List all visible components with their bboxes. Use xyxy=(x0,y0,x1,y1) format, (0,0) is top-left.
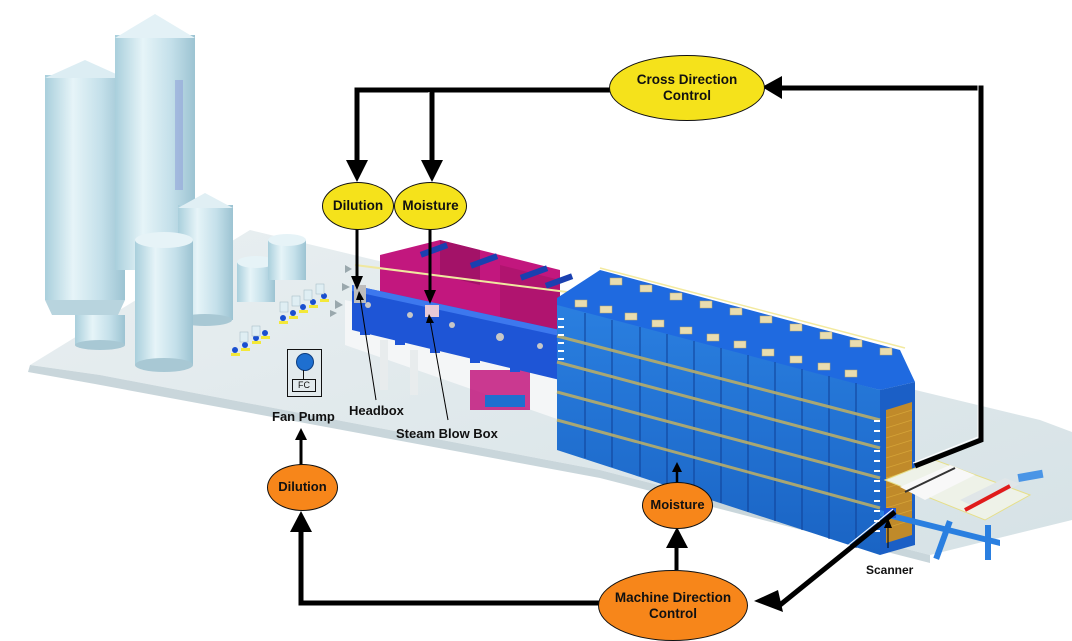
silo-cone xyxy=(115,14,195,38)
node-label: Moisture xyxy=(650,497,705,513)
line-md-to-dilution xyxy=(298,530,600,606)
pump-array xyxy=(231,265,352,356)
reel-section xyxy=(880,459,1044,560)
arrowhead xyxy=(666,527,688,548)
arrowhead xyxy=(762,76,782,99)
scanner-label: Scanner xyxy=(866,563,914,577)
arrowhead xyxy=(754,590,783,612)
dryer-end-hood xyxy=(886,402,912,543)
node-label-line2: Control xyxy=(663,88,711,103)
line-cd-control-branch xyxy=(354,87,612,160)
pump-icon xyxy=(296,353,314,371)
cross-direction-control-node: Cross Direction Control xyxy=(609,55,765,121)
node-label-line1: Machine Direction xyxy=(614,589,732,605)
line-scanner-to-md-control xyxy=(778,510,897,607)
fan-pump-label: Fan Pump xyxy=(272,409,335,424)
fc-connector xyxy=(303,370,304,379)
dryer-top xyxy=(557,270,915,390)
silo-cone xyxy=(45,60,125,78)
silo xyxy=(135,240,193,365)
pointer-steam-blow-box xyxy=(429,319,449,421)
control-lines xyxy=(290,76,984,612)
md-moisture-node: Moisture xyxy=(642,482,713,529)
fc-tag: FC xyxy=(292,379,316,392)
node-label-line1: Cross Direction xyxy=(636,72,738,88)
node-label: Dilution xyxy=(332,198,384,214)
node-label-line2: Control xyxy=(649,605,697,621)
steam-blow-box-unit xyxy=(425,305,439,317)
press-frame xyxy=(352,285,560,380)
arrowhead xyxy=(346,160,368,182)
md-dilution-node: Dilution xyxy=(267,464,338,511)
arrowhead xyxy=(290,511,312,532)
silo-cone xyxy=(178,193,233,208)
dryer-section xyxy=(556,267,915,555)
pointer-headbox xyxy=(359,296,377,401)
stock-silos xyxy=(45,14,306,372)
machine-direction-control-node: Machine Direction Control xyxy=(598,570,748,641)
cd-moisture-node: Moisture xyxy=(394,182,467,230)
dryer-front xyxy=(557,305,880,555)
node-label: Dilution xyxy=(278,479,327,495)
line-scanner-to-cd-control xyxy=(780,85,984,469)
fan-pump-fc-symbol: FC xyxy=(287,349,322,397)
steam-blow-box-label: Steam Blow Box xyxy=(396,426,498,441)
cd-dilution-node: Dilution xyxy=(322,182,394,230)
floor-plane-shadow xyxy=(28,365,930,563)
tank xyxy=(268,240,306,280)
arrowhead xyxy=(421,160,443,182)
silo xyxy=(45,75,125,300)
forming-press-section xyxy=(345,240,576,420)
node-label: Moisture xyxy=(402,198,459,214)
headbox-label: Headbox xyxy=(349,403,404,418)
